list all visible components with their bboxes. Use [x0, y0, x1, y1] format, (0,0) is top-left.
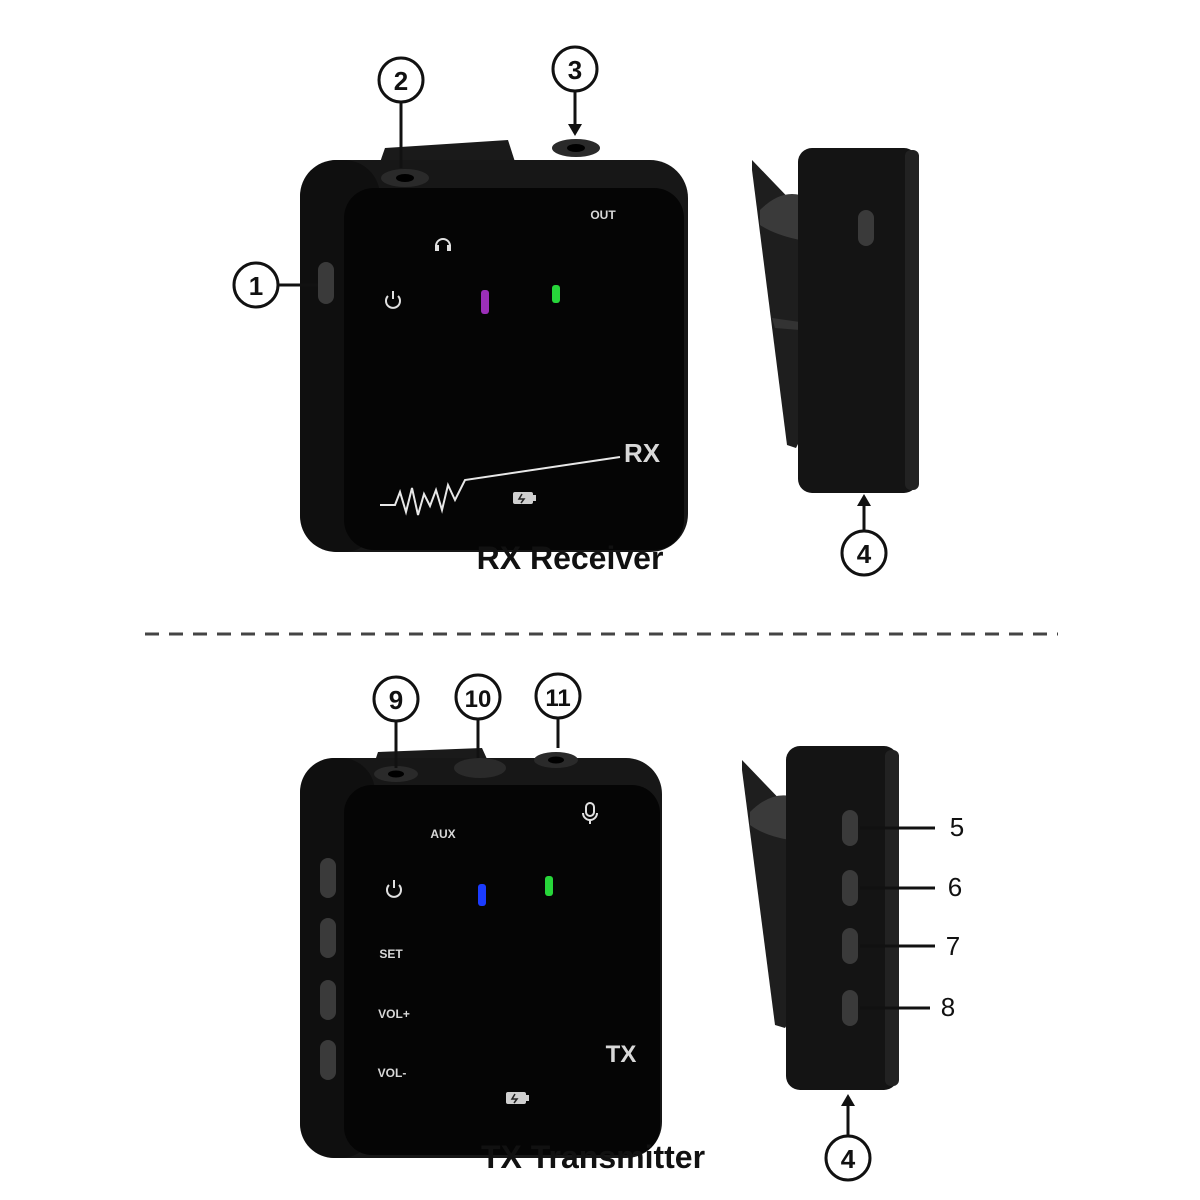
tx-side-button-2[interactable] — [320, 918, 336, 958]
aux-label: AUX — [430, 827, 455, 841]
headphone-icon — [435, 238, 451, 251]
tx-side-button-1[interactable] — [320, 858, 336, 898]
rx-callout-2: 2 — [377, 56, 425, 168]
tx-callout-9: 9 — [372, 675, 420, 768]
side-number-5: 5 — [860, 812, 964, 842]
voldown-label: VOL- — [378, 1066, 407, 1080]
side-number-8: 8 — [860, 992, 955, 1022]
battery-icon — [506, 1092, 529, 1104]
tx-side-button-3[interactable] — [320, 980, 336, 1020]
callout-9-text: 9 — [389, 685, 403, 715]
callout-1-text: 1 — [249, 271, 263, 301]
rx-led-right — [552, 285, 560, 303]
side-number-7-text: 7 — [946, 931, 960, 961]
rx-callout-1: 1 — [232, 261, 318, 309]
side-number-6-text: 6 — [948, 872, 962, 902]
callout-3-text: 3 — [568, 55, 582, 85]
tx-brand-label: TX — [606, 1041, 637, 1068]
side-number-7: 7 — [860, 931, 960, 961]
tx-callout-4-text: 4 — [841, 1144, 856, 1174]
rx-callout-4: 4 — [840, 494, 888, 577]
rx-receiver-side — [752, 148, 919, 493]
volup-label: VOL+ — [378, 1007, 410, 1021]
power-icon — [386, 880, 402, 898]
side-number-6: 6 — [860, 872, 962, 902]
tx-caption: TX Transmitter — [481, 1139, 705, 1175]
rx-led-left — [481, 290, 489, 314]
tx-callout-4: 4 — [824, 1094, 872, 1182]
tx-transmitter-front: AUX SET VOL+ VOL- TX — [300, 748, 662, 1158]
tx-side-view-button-5[interactable] — [842, 810, 858, 846]
rx-caption: RX Receiver — [477, 540, 664, 576]
tx-callout-11: 11 — [534, 672, 582, 748]
callout-11-text: 11 — [545, 685, 570, 712]
tx-side-view-button-8[interactable] — [842, 990, 858, 1026]
waveform-icon — [380, 456, 621, 516]
callout-4-text: 4 — [857, 539, 872, 569]
side-number-8-text: 8 — [941, 992, 955, 1022]
tx-transmitter-side — [742, 746, 899, 1090]
tx-side-button-4[interactable] — [320, 1040, 336, 1080]
rx-brand-label: RX — [624, 438, 661, 468]
power-icon — [385, 291, 401, 309]
callout-10-text: 10 — [465, 686, 492, 713]
callout-2-text: 2 — [394, 66, 408, 96]
tx-led-right — [545, 876, 553, 896]
tx-led-left — [478, 884, 486, 906]
tx-side-view-button-7[interactable] — [842, 928, 858, 964]
mic-grille — [454, 758, 506, 778]
set-label: SET — [379, 947, 403, 961]
tx-side-view-button-6[interactable] — [842, 870, 858, 906]
rx-power-switch[interactable] — [318, 262, 334, 304]
microphone-icon — [582, 802, 598, 824]
rx-side-button[interactable] — [858, 210, 874, 246]
rx-receiver-front: OUT RX — [300, 139, 688, 552]
tx-callout-10: 10 — [454, 673, 502, 758]
side-number-5-text: 5 — [950, 812, 964, 842]
battery-icon — [513, 492, 536, 504]
out-label: OUT — [590, 208, 616, 222]
rx-callout-3: 3 — [551, 45, 599, 136]
